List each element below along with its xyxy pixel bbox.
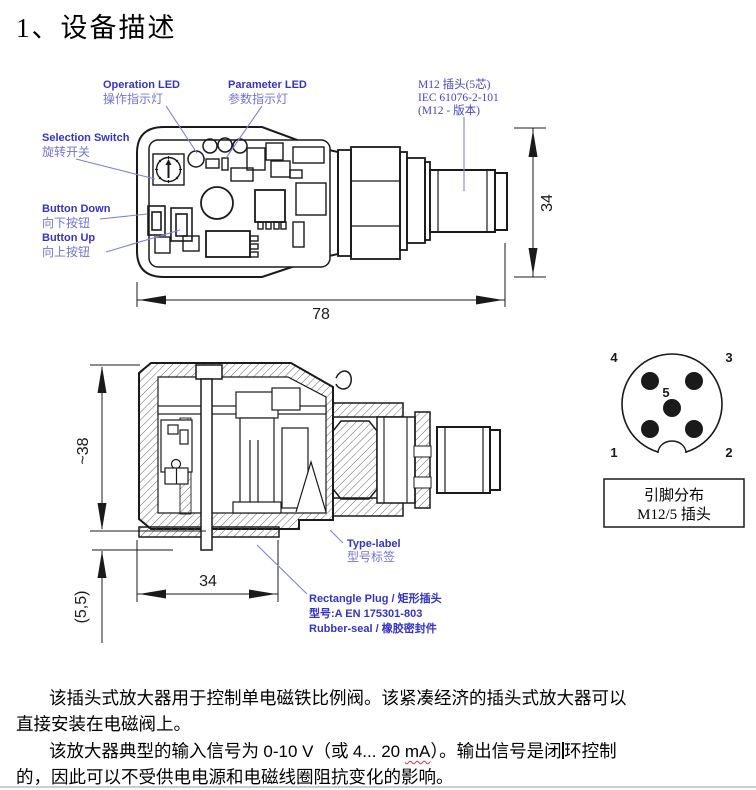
figure-top-view: 78 34 Operation LED 操作指示灯 Parameter LED … <box>42 77 556 323</box>
rotary-selection-switch <box>152 153 185 186</box>
page-title: 1、设备描述 <box>16 13 177 43</box>
fig2-leader-lines <box>256 529 344 595</box>
section-connector <box>332 402 501 517</box>
p2-ma-misspelled: mA <box>404 742 431 761</box>
p2-text-a: 该放大器典型的输入信号为 <box>49 741 264 761</box>
m12-connector-shape <box>337 146 508 260</box>
button-down-label-en: Button Down <box>42 203 111 215</box>
dimension-plug-34: 34 <box>136 540 279 602</box>
figure-section-view: ~38 (5,5) 34 Type-label 型号标签 Rectangle P <box>73 362 501 643</box>
page-bottom-divider <box>0 786 756 788</box>
button-up-shape <box>170 207 193 242</box>
pin-label-1: 1 <box>610 445 617 460</box>
device-figures: 78 34 Operation LED 操作指示灯 Parameter LED … <box>42 77 745 643</box>
pcb-outline <box>148 139 331 268</box>
dim-55-label: (5,5) <box>73 591 90 624</box>
pin-label-3: 3 <box>725 350 732 365</box>
p2-text-f: 环控制 <box>564 741 617 761</box>
pinout-caption-line1: 引脚分布 <box>644 487 704 504</box>
section-internals <box>157 387 327 515</box>
m12-label-line3: (M12 - 版本) <box>418 103 480 117</box>
pin-label-4: 4 <box>610 350 618 365</box>
dimension-width-78: 78 <box>136 243 506 323</box>
pinout-caption-box <box>603 478 745 528</box>
pinout-caption-line2: M12/5 插头 <box>637 506 711 523</box>
parameter-led-label-zh: 参数指示灯 <box>228 91 288 106</box>
dim-38-label: ~38 <box>75 437 92 464</box>
pin-label-5: 5 <box>662 385 669 400</box>
pinout-pins <box>641 372 703 438</box>
button-up-label-zh: 向上按钮 <box>42 244 90 259</box>
dimension-seal-55: (5,5) <box>73 549 173 643</box>
dim-width-label: 78 <box>312 306 330 323</box>
paragraph1-line2: 直接安装在电磁阀上。 <box>16 714 191 734</box>
clip-hook-detail <box>335 370 352 390</box>
paragraph2-line2: 的，因此可以不受供电电源和电磁线圈阻抗变化的影响。 <box>16 767 454 787</box>
parameter-led-shapes <box>202 137 248 154</box>
type-label-zh: 型号标签 <box>347 549 395 564</box>
p2-text-c: （或 <box>313 741 353 761</box>
p2-signal-current: 4... 20 <box>352 742 405 761</box>
dim-height-label: 34 <box>539 194 556 212</box>
pinout-keying-notch <box>657 440 687 454</box>
text-cursor <box>562 742 564 759</box>
figure-pinout: 4 3 5 1 2 引脚分布 M12/5 插头 <box>603 350 745 528</box>
type-label-en: Type-label <box>347 538 401 550</box>
operation-led-label-en: Operation LED <box>103 79 180 91</box>
m12-label-line2: IEC 61076-2-101 <box>418 92 499 104</box>
parameter-led-label-en: Parameter LED <box>228 79 307 91</box>
paragraph1-line1: 该插头式放大器用于控制单电磁铁比例阀。该紧凑经济的插头式放大器可以 <box>49 688 627 708</box>
paragraph2-line1: 该放大器典型的输入信号为 0-10 V（或 4... 20 mA）。输出信号是闭… <box>16 738 756 763</box>
p2-signal-voltage: 0-10 V <box>263 742 314 761</box>
central-screw <box>195 364 223 551</box>
button-up-label-en: Button Up <box>42 232 95 244</box>
pin-label-2: 2 <box>725 445 732 460</box>
selection-switch-label-zh: 旋转开关 <box>42 144 90 159</box>
button-down-label-zh: 向下按钮 <box>42 215 90 230</box>
dimension-height-34: 34 <box>514 127 556 278</box>
button-down-shape <box>147 205 166 236</box>
operation-led-label-zh: 操作指示灯 <box>103 91 163 106</box>
selection-switch-label-en: Selection Switch <box>42 132 130 144</box>
rect-plug-label-line2: 型号:A EN 175301-803 <box>309 606 422 620</box>
dimension-height-38: ~38 <box>75 364 206 532</box>
fig1-leader-lines <box>75 105 465 253</box>
rect-plug-label-line3: Rubber-seal / 橡胶密封件 <box>309 621 437 635</box>
pcb-components <box>154 142 327 258</box>
p2-text-e: ）。输出信号是闭 <box>430 741 562 761</box>
dim-plug-34-label: 34 <box>199 573 217 590</box>
m12-label-line1: M12 插头(5芯) <box>418 77 491 91</box>
rect-plug-label-line1: Rectangle Plug / 矩形插头 <box>309 591 442 605</box>
